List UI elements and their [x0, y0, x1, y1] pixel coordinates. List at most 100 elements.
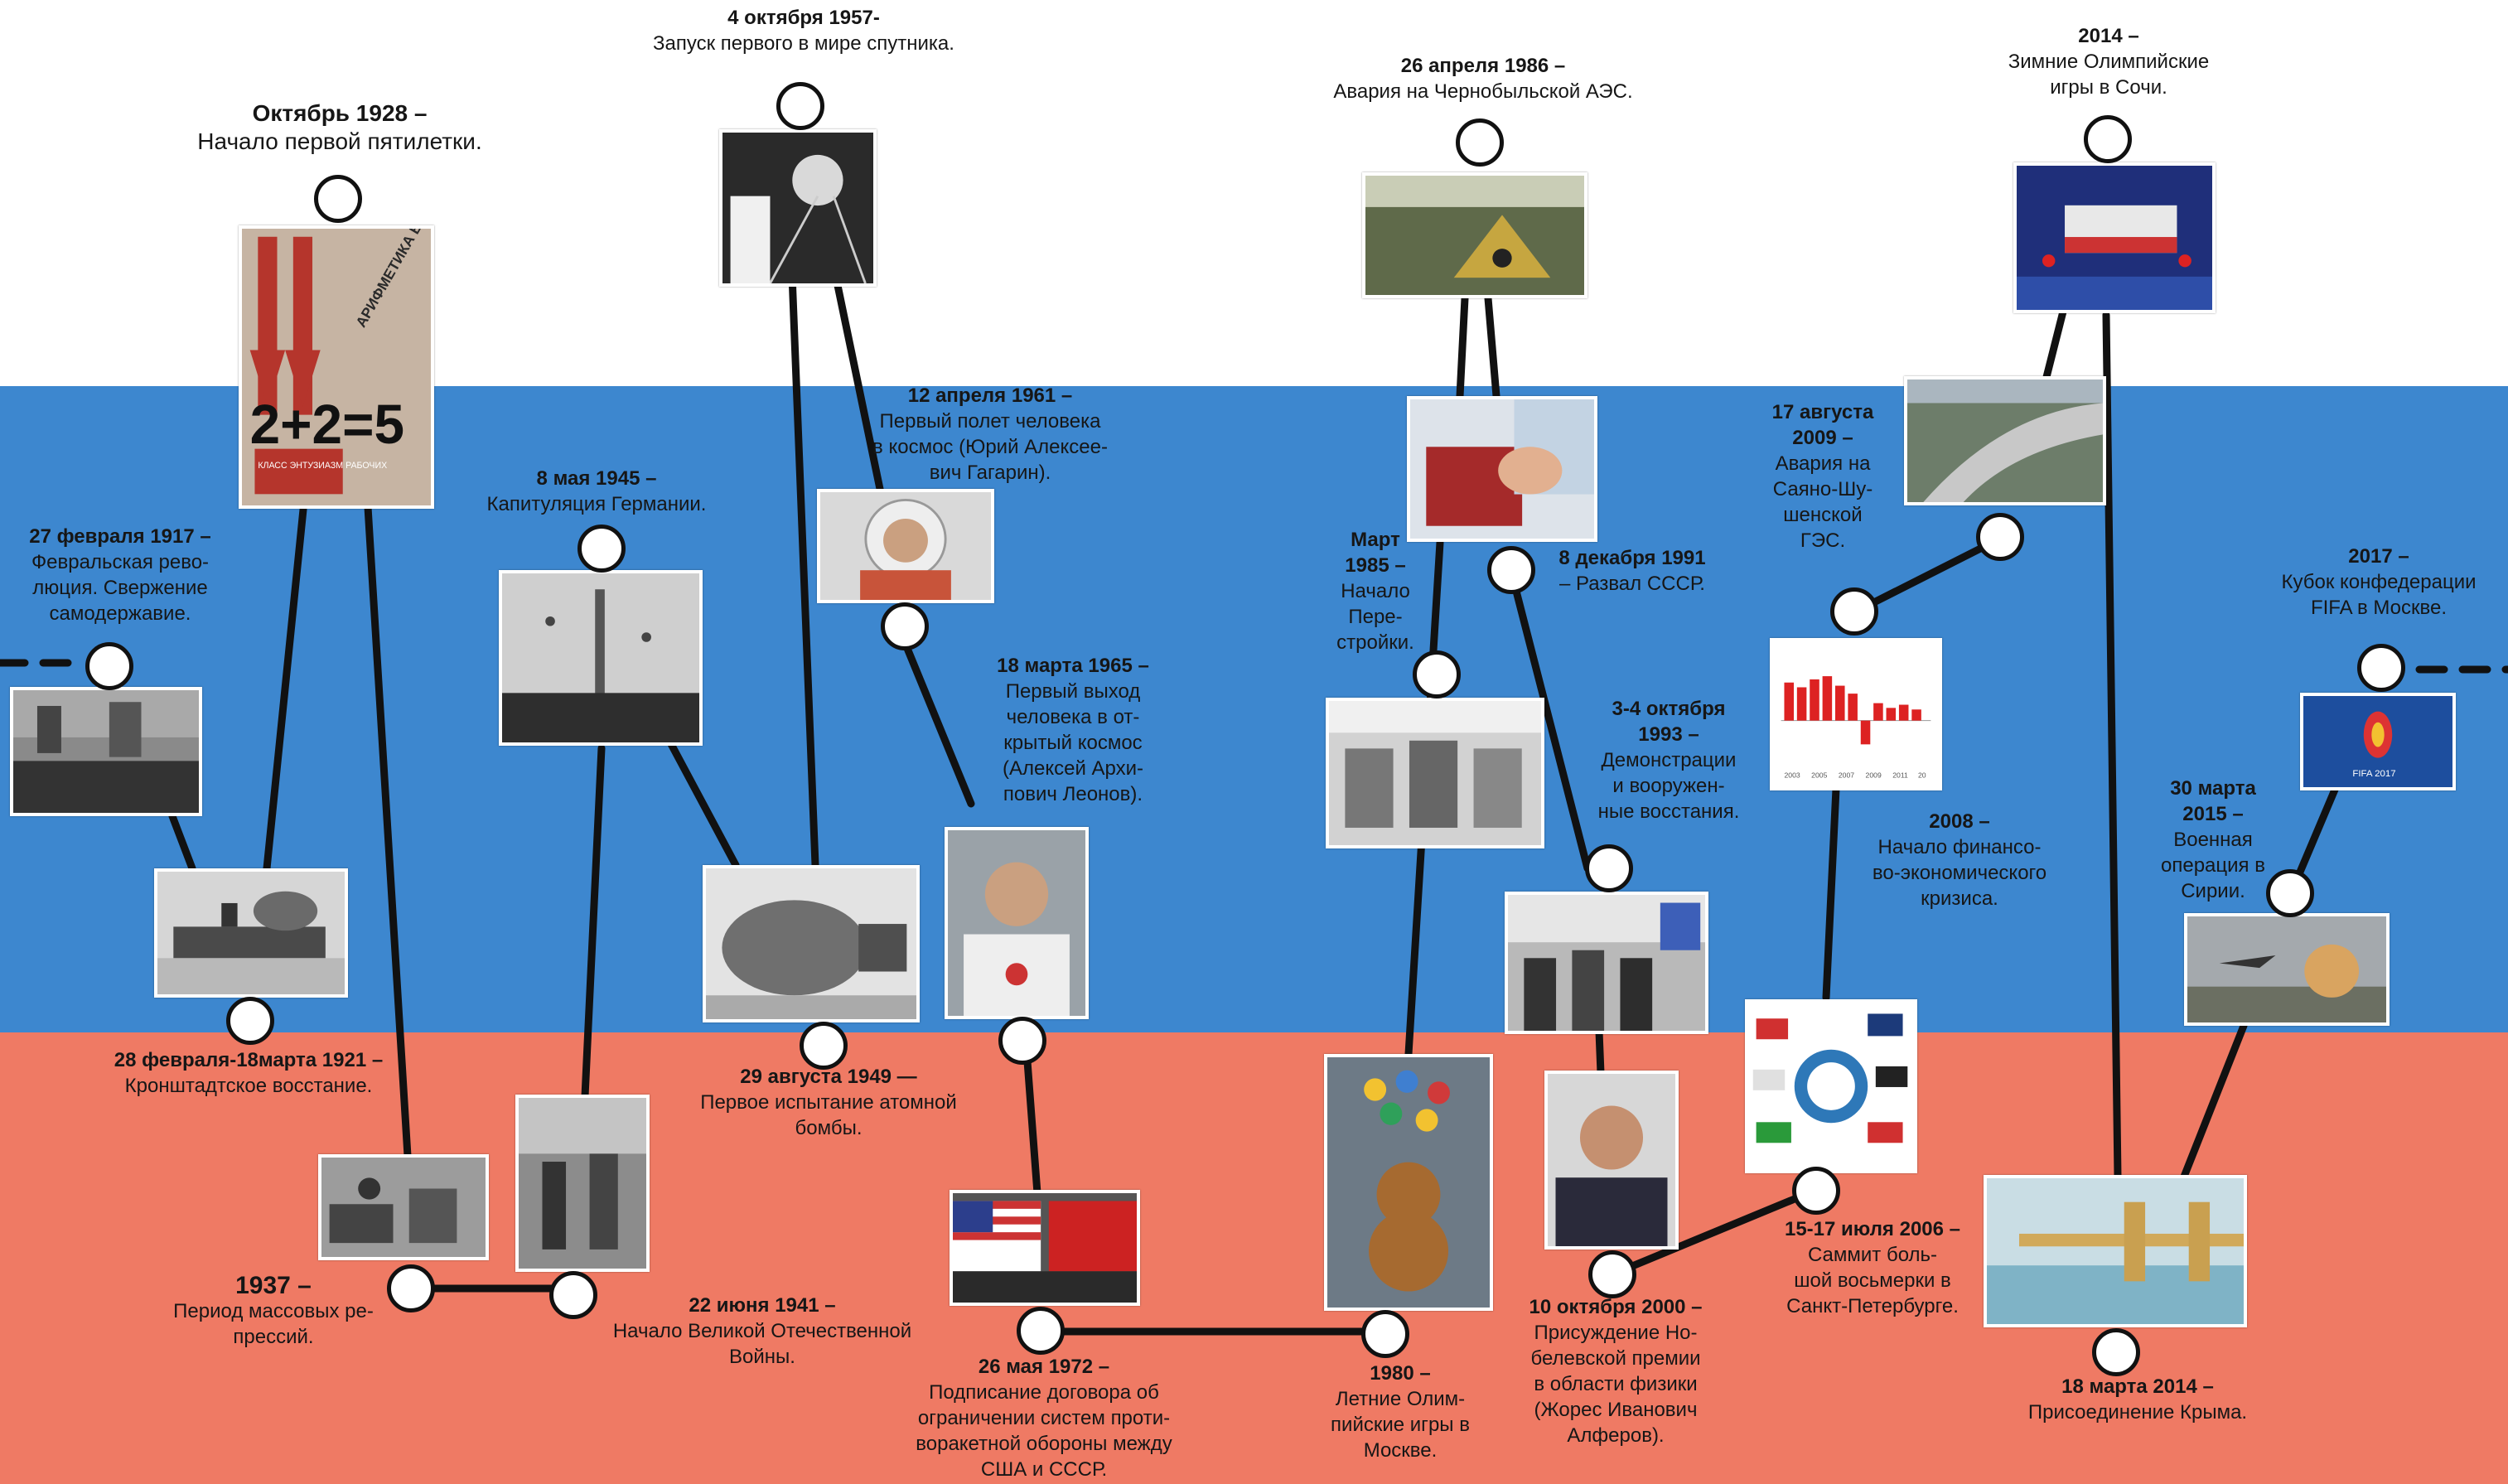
- connector: [1852, 534, 2004, 616]
- photo-alferov: [1544, 1071, 1679, 1250]
- label-2006: 15-17 июля 2006 –Саммит боль- шой восьме…: [1757, 1216, 1989, 1319]
- label-text: Первый полет человека в космос (Юрий Але…: [872, 410, 1108, 484]
- label-2017: 2017 –Кубок конфедерации FIFA в Москве.: [2259, 544, 2499, 621]
- label-date: 1937 –: [235, 1272, 312, 1299]
- label-1980: 1980 –Летние Олим- пийские игры в Москве…: [1309, 1361, 1491, 1463]
- label-date: 4 октября 1957-: [727, 7, 880, 29]
- label-date: 12 апреля 1961 –: [907, 384, 1073, 407]
- photo-abm-treaty-flags: [950, 1190, 1140, 1306]
- label-2014a: 2014 –Зимние Олимпийские игры в Сочи.: [1972, 23, 2245, 100]
- node-1972: [1017, 1307, 1065, 1355]
- label-2015: 30 марта 2015 –Военная операция в Сирии.: [2134, 776, 2292, 904]
- photo-revolution-crowd: [10, 687, 202, 816]
- label-1986: 26 апреля 1986 –Авария на Чернобыльской …: [1309, 53, 1657, 104]
- label-2009: 17 августа 2009 –Авария на Саяно-Шу- шен…: [1757, 399, 1889, 553]
- node-1993: [1585, 844, 1633, 892]
- photo-repressions: [318, 1154, 489, 1260]
- label-1945: 8 мая 1945 –Капитуляция Германии.: [464, 466, 729, 517]
- node-1937: [387, 1264, 435, 1312]
- label-date: 2017 –: [2348, 545, 2409, 568]
- label-date: 28 февраля-18марта 1921 –: [114, 1049, 384, 1071]
- connector: [1595, 1027, 1605, 1077]
- chart-tick: 2003: [1784, 771, 1800, 780]
- node-1985: [1413, 650, 1461, 698]
- label-1991: 8 декабря 1991 – Развал СССР.: [1533, 545, 1732, 597]
- label-date: 10 октября 2000 –: [1529, 1296, 1703, 1318]
- photo-leonov: [945, 827, 1089, 1019]
- label-date: 2008 –: [1929, 810, 1990, 833]
- label-text: Период массовых ре- прессий.: [173, 1300, 374, 1348]
- photo-crimea-bridge: [1984, 1175, 2247, 1327]
- connector: [788, 271, 819, 869]
- photo-g8-summit: [1745, 999, 1917, 1173]
- label-date: 3-4 октября 1993 –: [1612, 698, 1726, 746]
- label-text: Подписание договора об ограничении систе…: [916, 1381, 1172, 1481]
- label-1972: 26 мая 1972 –Подписание договора об огра…: [878, 1354, 1210, 1482]
- poster-equation: 2+2=5: [250, 393, 404, 454]
- label-date: Март 1985 –: [1345, 529, 1406, 577]
- photo-chernobyl: [1362, 172, 1587, 298]
- photo-ussr-collapse: [1407, 396, 1597, 542]
- label-text: Зимние Олимпийские игры в Сочи.: [2008, 51, 2210, 99]
- label-1985: Март 1985 –Начало Пере- стройки.: [1309, 527, 1442, 655]
- connector: [667, 740, 740, 869]
- photo-sayano-dam: [1904, 376, 2106, 505]
- photo-gagarin: [817, 489, 994, 603]
- photo-atomic-bomb: [703, 865, 920, 1022]
- photo-sochi-olympics: [2013, 162, 2216, 313]
- photo-olympic-bear: [1324, 1054, 1493, 1311]
- node-1941: [549, 1271, 597, 1319]
- label-text: Начало первой пятилетки.: [197, 128, 482, 154]
- node-1949: [800, 1022, 848, 1070]
- photo-war-start: [515, 1095, 650, 1272]
- label-text: Капитуляция Германии.: [486, 493, 707, 515]
- label-1917: 27 февраля 1917 – Февральская рево- люция…: [8, 524, 232, 626]
- label-text: Кронштадтское восстание.: [124, 1075, 373, 1097]
- node-1928: [314, 175, 362, 223]
- label-1941: 22 июня 1941 – Начало Великой Отечественн…: [597, 1293, 928, 1370]
- connector: [2042, 307, 2067, 381]
- label-2014b: 18 марта 2014 –Присоединение Крыма.: [1997, 1374, 2278, 1425]
- node-1957: [776, 82, 824, 130]
- connector: [902, 642, 975, 808]
- label-1921: 28 февраля-18марта 1921 – Кронштадтское в…: [50, 1047, 447, 1099]
- photo-confed-cup: FIFA 2017: [2300, 693, 2456, 790]
- label-1965: 18 марта 1965 – Первый выход человека в о…: [961, 653, 1185, 807]
- label-1928: Октябрь 1928 –Начало первой пятилетки.: [182, 99, 497, 156]
- label-date: 27 февраля 1917 –: [29, 525, 211, 548]
- poster-caption: КЛАСС ЭНТУЗИАЗМ РАБОЧИХ: [258, 461, 387, 471]
- label-date: 29 августа 1949 —: [740, 1066, 917, 1088]
- label-text: Присуждение Но- белевской премии в облас…: [1530, 1322, 1701, 1447]
- photo-1993-events: [1505, 892, 1708, 1034]
- chart-tick: 2011: [1892, 771, 1908, 780]
- label-text: Запуск первого в мире спутника.: [653, 32, 954, 55]
- label-date: 8 декабря 1991: [1558, 547, 1706, 569]
- node-2000: [1588, 1250, 1636, 1298]
- connector: [1822, 785, 1840, 1002]
- label-1957: 4 октября 1957- Запуск первого в мире спу…: [630, 5, 978, 56]
- label-date: 26 апреля 1986 –: [1400, 55, 1566, 77]
- label-text: Военная операция в Сирии.: [2161, 829, 2265, 902]
- label-date: 30 марта 2015 –: [2170, 777, 2256, 825]
- label-1993: 3-4 октября 1993 –Демонстрации и вооруже…: [1578, 696, 1760, 824]
- node-2008: [1830, 587, 1878, 636]
- connector: [263, 505, 307, 873]
- connector: [831, 269, 884, 493]
- label-date: 15-17 июля 2006 –: [1784, 1218, 1961, 1240]
- node-1991: [1487, 546, 1535, 594]
- connector: [2102, 311, 2122, 1181]
- label-text: Начало Великой Отечественной Войны.: [612, 1320, 912, 1368]
- cup-logo-text: FIFA 2017: [2352, 769, 2395, 779]
- node-1961: [881, 602, 929, 650]
- label-text: Присоединение Крыма.: [2027, 1401, 2248, 1424]
- connector: [1456, 294, 1469, 400]
- label-date: 22 июня 1941 –: [689, 1294, 836, 1317]
- label-text: Первый выход человека в от- крытый космо…: [1002, 680, 1144, 805]
- label-text: – Развал СССР.: [1559, 573, 1705, 595]
- connector: [1507, 568, 1592, 873]
- label-text: Начало финансо- во-экономического кризис…: [1872, 836, 2047, 910]
- label-date: 17 августа 2009 –: [1771, 401, 1874, 449]
- label-date: 18 марта 1965 –: [997, 655, 1149, 677]
- label-text: Февральская рево- люция. Свержение самод…: [31, 551, 210, 625]
